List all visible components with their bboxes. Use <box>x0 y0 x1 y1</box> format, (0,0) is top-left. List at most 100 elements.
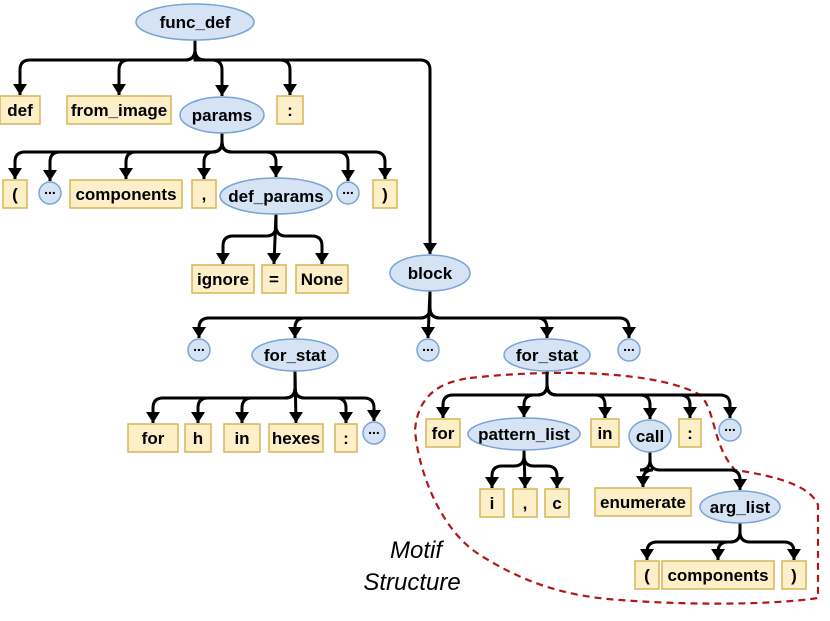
edge-arrowhead <box>341 170 355 181</box>
edge-arrowhead <box>119 168 133 179</box>
tree-edge <box>197 291 432 338</box>
node-label: block <box>408 264 453 283</box>
tree-node-colon-2: : <box>334 423 358 453</box>
node-shape <box>678 418 702 448</box>
node-label: ... <box>342 181 354 197</box>
edge-arrowhead <box>367 410 381 421</box>
node-label: h <box>193 429 203 448</box>
tree-node-ignore: ignore <box>191 264 255 294</box>
edge-arrowhead <box>436 407 450 418</box>
node-label: for <box>142 429 165 448</box>
tree-node-for-2: for <box>425 418 461 448</box>
node-shape <box>184 423 212 453</box>
tree-node-in-2: in <box>590 418 620 448</box>
edge-arrowhead <box>267 253 281 264</box>
node-shape <box>69 179 183 209</box>
node-shape <box>191 179 217 209</box>
edge-arrowhead <box>283 84 297 95</box>
node-shape <box>219 177 333 215</box>
tree-edge <box>545 371 732 418</box>
node-label: pattern_list <box>478 425 570 444</box>
tree-edge <box>293 371 376 421</box>
tree-node-c: c <box>544 488 570 518</box>
node-label: i <box>490 494 495 513</box>
node-label: from_image <box>71 101 167 120</box>
tree-node-rparen-2: ) <box>781 560 807 590</box>
node-shape <box>718 418 742 442</box>
node-shape <box>334 423 358 453</box>
edge-arrowhead <box>378 168 392 179</box>
node-label: = <box>269 270 279 289</box>
node-shape <box>512 488 538 518</box>
tree-node-from-image: from_image <box>66 95 172 125</box>
tree-node-for-stat-1: for_stat <box>251 338 339 372</box>
node-label: arg_list <box>710 498 771 517</box>
node-label: hexes <box>272 429 320 448</box>
edge-arrowhead <box>339 412 353 423</box>
node-label: params <box>192 106 252 125</box>
node-shape <box>590 418 620 448</box>
node-label: for_stat <box>264 346 327 365</box>
tree-node-for-1: for <box>127 423 179 453</box>
tree-edge <box>193 40 292 95</box>
node-label: ... <box>368 421 380 437</box>
node-shape <box>295 264 349 294</box>
edge-arrowhead <box>787 549 801 560</box>
node-shape <box>38 181 62 205</box>
node-label: ) <box>791 566 797 585</box>
motif-caption-line-1: Motif <box>390 537 444 564</box>
tree-edge <box>220 133 278 177</box>
edge-arrowhead <box>598 407 612 418</box>
node-shape <box>261 264 287 294</box>
node-label: , <box>202 185 207 204</box>
tree-node-colon-3: : <box>678 418 702 448</box>
tree-node-colon-1: : <box>276 95 304 125</box>
node-label: ignore <box>197 270 249 289</box>
node-label: ... <box>724 418 736 434</box>
node-label: : <box>687 424 693 443</box>
tree-edge <box>428 291 631 338</box>
node-shape <box>467 417 581 451</box>
tree-node-equals: = <box>261 264 287 294</box>
node-shape <box>187 338 211 362</box>
tree-node-arg-list: arg_list <box>699 490 781 524</box>
edge-arrowhead <box>518 477 532 488</box>
edge-arrowhead <box>146 412 160 423</box>
node-shape <box>661 560 775 590</box>
node-shape <box>2 179 28 209</box>
edge-arrowhead <box>622 327 636 338</box>
node-label: ) <box>382 185 388 204</box>
node-shape <box>699 490 781 524</box>
node-label: ( <box>12 185 18 204</box>
tree-node-enumerate: enumerate <box>594 487 692 517</box>
tree-node-lparen-1: ( <box>2 179 28 209</box>
node-label: ( <box>644 566 650 585</box>
tree-node-hexes: hexes <box>268 423 324 453</box>
tree-edge <box>18 40 197 95</box>
tree-node-comma-1: , <box>191 179 217 209</box>
node-shape <box>223 423 261 453</box>
edge-arrowhead <box>517 406 531 417</box>
node-label: : <box>343 429 349 448</box>
tree-edge <box>648 452 742 490</box>
node-label: for_stat <box>516 346 579 365</box>
node-shape <box>191 264 255 294</box>
node-shape <box>66 95 172 125</box>
edge-arrowhead <box>192 327 206 338</box>
tree-edge <box>293 291 432 338</box>
node-shape <box>276 95 304 125</box>
edge-arrowhead <box>723 407 737 418</box>
tree-edge <box>220 133 387 179</box>
node-shape <box>594 487 692 517</box>
node-label: func_def <box>160 13 231 32</box>
node-shape <box>628 419 672 453</box>
node-label: in <box>597 424 612 443</box>
node-label: in <box>234 429 249 448</box>
node-shape <box>362 421 386 445</box>
tree-edge <box>220 133 350 181</box>
tree-node-for2-dots: ... <box>718 418 742 442</box>
tree-edge <box>522 450 559 488</box>
edge-arrowhead <box>112 84 126 95</box>
tree-edge-func-def-to-block <box>193 40 432 254</box>
